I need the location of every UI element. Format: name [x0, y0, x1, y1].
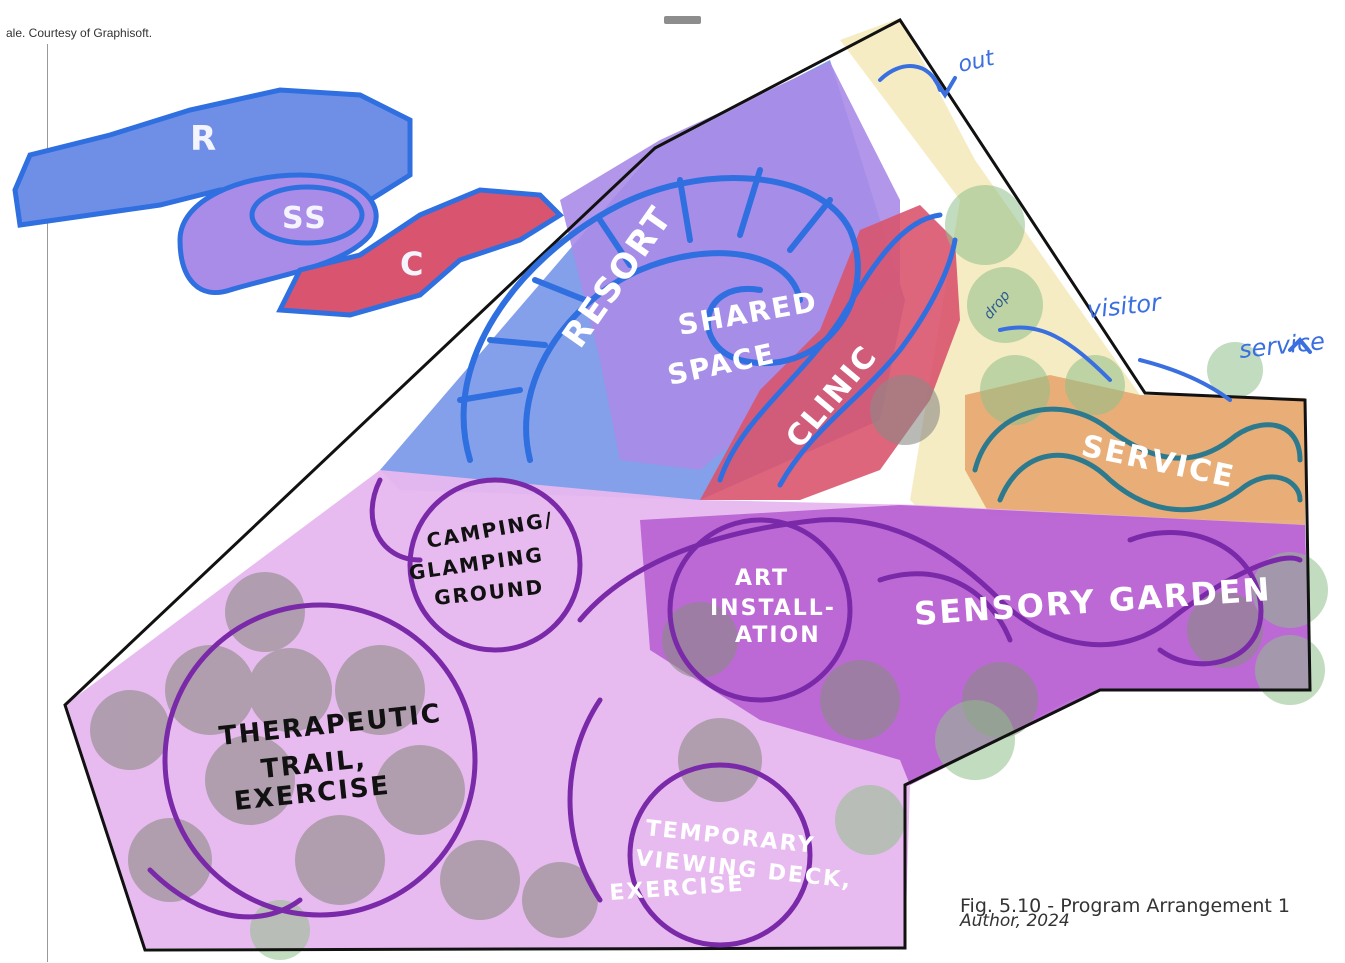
label-art-2: INSTALL-: [710, 596, 836, 621]
sketch-key: R SS C: [15, 90, 560, 315]
figure-caption: Fig. 5.10 - Program Arrangement 1 Author…: [960, 896, 1290, 931]
annotation-service: service: [1238, 327, 1326, 364]
label-art-1: ART: [735, 566, 789, 591]
key-label-shared: SS: [282, 201, 328, 236]
annotation-out: out: [956, 46, 998, 78]
annotation-visitor: visitor: [1086, 288, 1165, 324]
key-label-clinic: C: [400, 245, 425, 283]
label-art-3: ATION: [735, 623, 821, 648]
key-label-resort: R: [190, 119, 218, 159]
